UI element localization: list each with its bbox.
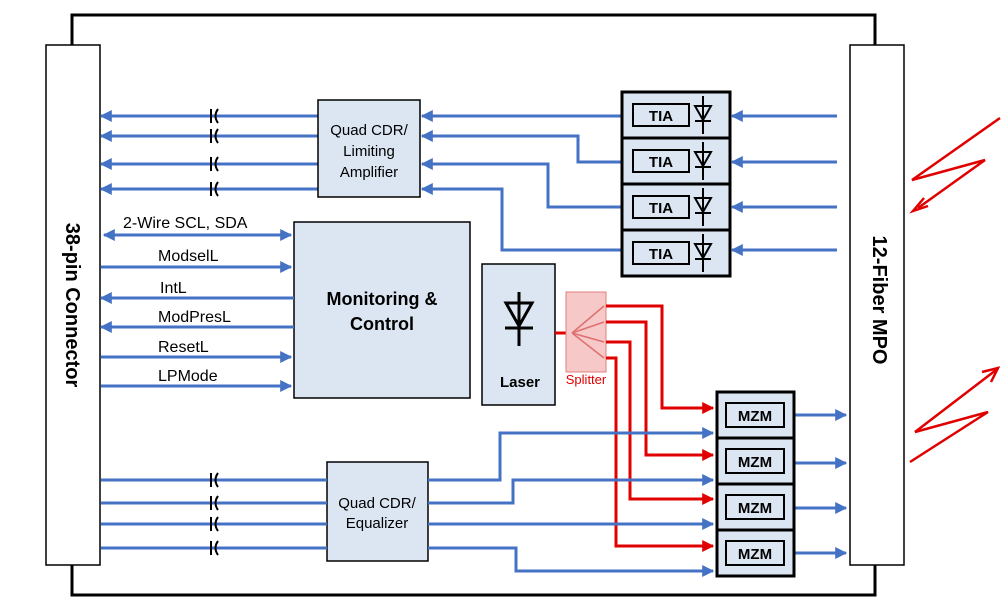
optical-signal-in-icon xyxy=(909,116,1001,214)
tia-block xyxy=(632,241,690,265)
tia-label: TIA xyxy=(649,108,673,125)
mzm-cell: MZM xyxy=(715,528,796,578)
mzm-cell: MZM xyxy=(715,436,796,486)
capacitor-icon xyxy=(210,516,219,532)
control-signal-lines xyxy=(99,229,294,392)
rx-signal-lines xyxy=(99,110,837,256)
quad-cdr-limiting-amp-block xyxy=(317,99,421,198)
quad-cdr-bottom-line2: Equalizer xyxy=(346,515,409,532)
capacitor-icon xyxy=(210,108,219,124)
quad-cdr-top-line3: Amplifier xyxy=(340,164,398,181)
capacitor-icon xyxy=(210,495,219,511)
tx-coupling-capacitors xyxy=(210,472,219,556)
tia-cell: TIA xyxy=(620,136,732,186)
tia-array: TIA TIA TIA TIA xyxy=(620,90,732,278)
tia-block xyxy=(632,195,690,219)
left-connector xyxy=(45,44,101,566)
tia-label: TIA xyxy=(649,246,673,263)
quad-cdr-bottom-line1: Quad CDR/ xyxy=(338,495,416,512)
tia-label: TIA xyxy=(649,200,673,217)
photodiode-icon xyxy=(693,234,713,272)
mzm-label: MZM xyxy=(738,500,772,517)
mzm-label: MZM xyxy=(738,546,772,563)
quad-cdr-top-line2: Limiting xyxy=(343,143,395,160)
mzm-array: MZM MZM MZM MZM xyxy=(715,390,796,578)
mzm-block xyxy=(725,402,785,428)
mzm-label: MZM xyxy=(738,408,772,425)
reset-label: ResetL xyxy=(158,339,209,356)
tia-block xyxy=(632,149,690,173)
capacitor-icon xyxy=(210,540,219,556)
mzm-block xyxy=(725,494,785,520)
monitoring-control-block xyxy=(293,221,471,399)
photodiode-icon xyxy=(693,188,713,226)
mzm-label: MZM xyxy=(738,454,772,471)
capacitor-icon xyxy=(210,181,219,197)
int-label: IntL xyxy=(160,280,187,297)
right-connector xyxy=(849,44,905,566)
mzm-cell: MZM xyxy=(715,390,796,440)
tia-block xyxy=(632,103,690,127)
quad-cdr-top-line1: Quad CDR/ xyxy=(330,122,408,139)
tia-cell: TIA xyxy=(620,90,732,140)
mzm-block xyxy=(725,540,785,566)
quad-cdr-equalizer-block xyxy=(326,461,429,562)
capacitor-icon xyxy=(210,128,219,144)
tia-label: TIA xyxy=(649,154,673,171)
left-connector-label: 38-pin Connector xyxy=(61,223,83,388)
tx-signal-lines xyxy=(101,409,848,577)
photodiode-icon xyxy=(693,142,713,180)
modsel-label: ModselL xyxy=(158,248,219,265)
splitter-block xyxy=(565,291,607,373)
laser-diode-icon xyxy=(503,292,535,346)
capacitor-icon xyxy=(210,472,219,488)
rx-coupling-capacitors xyxy=(210,108,219,197)
lpmode-label: LPMode xyxy=(158,368,218,385)
splitter-label: Splitter xyxy=(566,372,607,387)
modpres-label: ModPresL xyxy=(158,309,231,326)
splitter-fanout xyxy=(571,305,605,359)
laser-label: Laser xyxy=(500,374,540,391)
tia-cell: TIA xyxy=(620,228,732,278)
optical-feed-lines xyxy=(606,304,715,552)
mzm-cell: MZM xyxy=(715,482,796,532)
capacitor-icon xyxy=(210,156,219,172)
monitoring-line2: Control xyxy=(350,314,414,334)
photodiode-icon xyxy=(693,96,713,134)
tia-cell: TIA xyxy=(620,182,732,232)
monitoring-line1: Monitoring & xyxy=(327,289,438,309)
twi-label: 2-Wire SCL, SDA xyxy=(123,215,248,232)
right-connector-label: 12-Fiber MPO xyxy=(868,236,890,365)
mzm-block xyxy=(725,448,785,474)
optical-signal-out-icon xyxy=(909,366,1001,464)
